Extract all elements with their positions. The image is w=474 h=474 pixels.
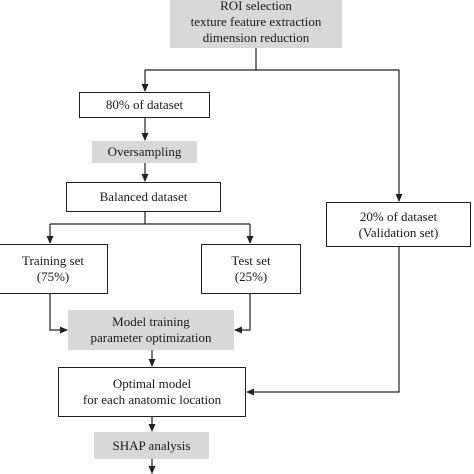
oversampling-label: Oversampling <box>107 144 182 159</box>
optimal-model-box: Optimal model for each anatomic location <box>58 367 246 417</box>
arrow-test-to-model <box>234 294 251 334</box>
roi-line-3: dimension reduction <box>202 30 310 45</box>
test-line-1: Test set <box>231 253 271 268</box>
balanced-dataset-box: Balanced dataset <box>66 182 221 212</box>
optimal-line-2: for each anatomic location <box>82 392 222 407</box>
test-line-2: (25%) <box>234 269 268 284</box>
twenty-percent-validation-box: 20% of dataset (Validation set) <box>326 202 471 247</box>
balanced-label: Balanced dataset <box>99 189 188 204</box>
model-training-box: Model training parameter optimization <box>68 310 234 350</box>
arrow-training-to-model <box>49 294 68 334</box>
optimal-line-1: Optimal model <box>112 376 192 391</box>
oversampling-box: Oversampling <box>92 141 197 163</box>
pct20-line-1: 20% of dataset <box>359 208 438 224</box>
roi-selection-box: ROI selection texture feature extraction… <box>170 0 342 48</box>
training-line-2: (75%) <box>36 269 70 284</box>
model-line-1: Model training <box>112 314 190 329</box>
test-set-box: Test set (25%) <box>201 244 301 294</box>
training-line-1: Training set <box>22 253 84 268</box>
shap-analysis-box: SHAP analysis <box>94 432 209 459</box>
pct80-label: 80% of dataset <box>105 97 184 112</box>
shap-label: SHAP analysis <box>112 437 191 453</box>
eighty-percent-dataset-box: 80% of dataset <box>79 92 210 118</box>
roi-line-1: ROI selection <box>220 0 292 13</box>
model-line-2: parameter optimization <box>90 330 212 345</box>
arrow-validation-to-optimal <box>246 247 400 396</box>
roi-line-2: texture feature extraction <box>190 14 322 29</box>
pct20-line-2: (Validation set) <box>358 224 439 240</box>
training-set-box: Training set (75%) <box>0 244 108 294</box>
